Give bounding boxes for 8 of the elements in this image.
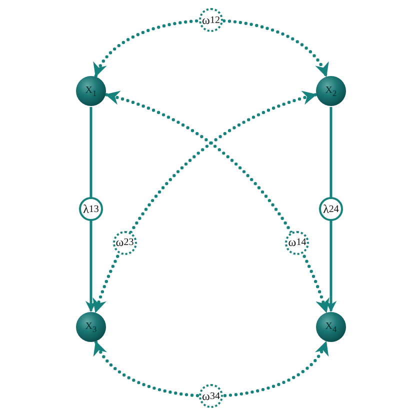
state-sphere: X$_{3}$: [76, 312, 106, 342]
arrow: [94, 18, 328, 78]
state-sphere: X$_{4}$: [316, 312, 346, 342]
state-sphere: X$_{1}$: [76, 76, 106, 106]
state-sphere: X$_{2}$: [316, 76, 346, 106]
arrow: [94, 340, 328, 398]
arrow: [325, 107, 337, 312]
arrow: [85, 107, 97, 312]
